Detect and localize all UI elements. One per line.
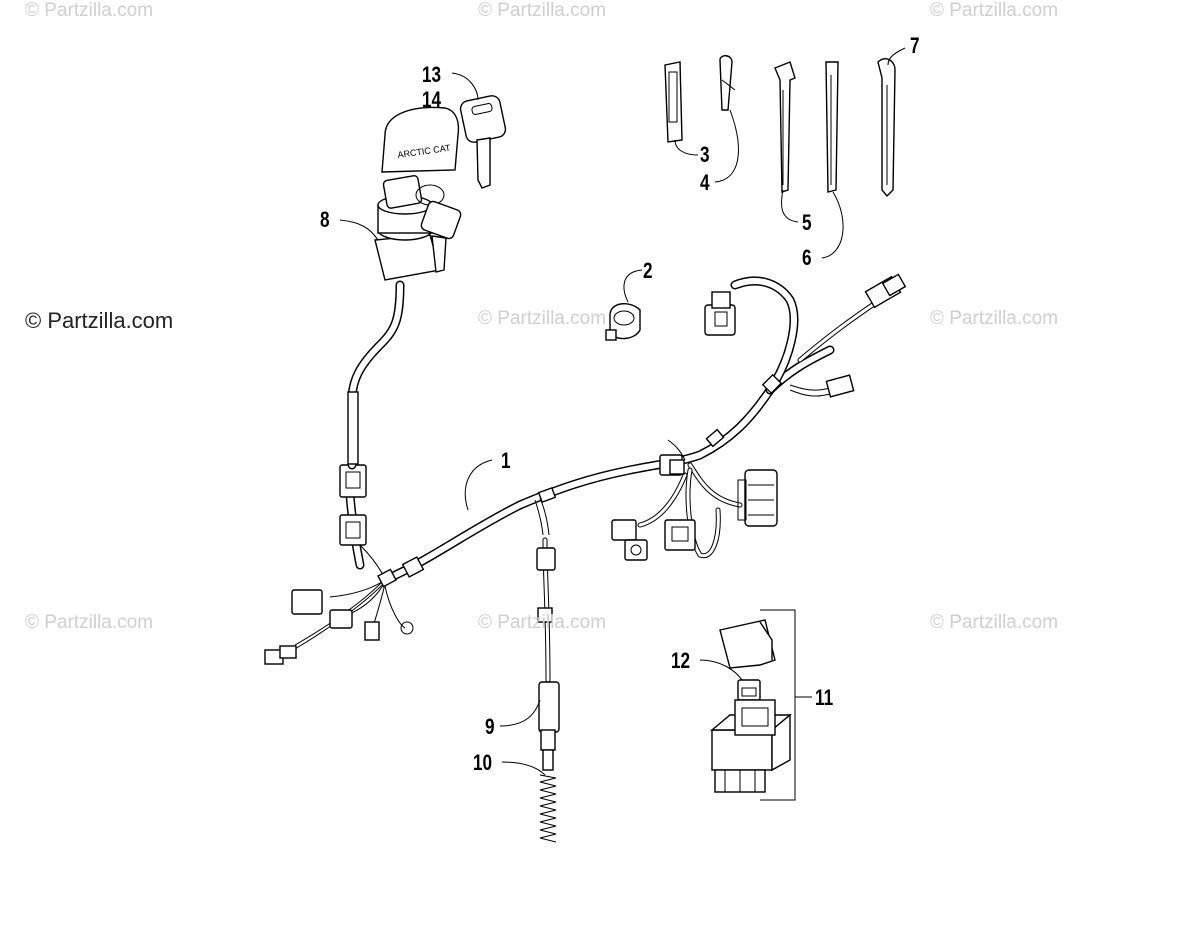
watermark-featured: © Partzilla.com: [25, 308, 174, 333]
key: [459, 95, 507, 189]
relay-assembly-bracket: [760, 609, 812, 801]
sensor[interactable]: [536, 537, 560, 771]
watermark-top-right: © Partzilla.com: [930, 0, 1059, 21]
main-wiring-harness[interactable]: [294, 276, 883, 650]
clamp[interactable]: [605, 303, 641, 341]
callout-7[interactable]: 7: [910, 33, 920, 58]
key-fob: ARCTIC CAT: [381, 106, 460, 173]
callout-10[interactable]: 10: [473, 750, 493, 775]
callout-13[interactable]: 13: [422, 62, 442, 87]
watermark-mid-center: © Partzilla.com: [478, 308, 607, 329]
fuse[interactable]: [737, 679, 761, 701]
cable-tie-5[interactable]: [774, 61, 796, 193]
watermark-mid-right: © Partzilla.com: [930, 308, 1059, 329]
spring[interactable]: [539, 774, 557, 843]
ignition-key: [420, 200, 462, 273]
relay-cover[interactable]: [719, 619, 776, 669]
cable-tie-7[interactable]: [877, 58, 896, 198]
strap-4[interactable]: [719, 55, 736, 111]
callout-2[interactable]: 2: [643, 258, 653, 283]
watermark-low-left: © Partzilla.com: [25, 612, 154, 633]
callout-6[interactable]: 6: [802, 245, 812, 270]
callout-8[interactable]: 8: [320, 207, 330, 232]
watermark-low-right: © Partzilla.com: [930, 612, 1059, 633]
callout-1[interactable]: 1: [501, 448, 511, 473]
callout-4[interactable]: 4: [700, 170, 710, 195]
relay-base[interactable]: [710, 699, 792, 793]
callout-14[interactable]: 14: [422, 87, 442, 112]
leader-lines: [339, 47, 906, 776]
cable-tie-6[interactable]: [825, 61, 839, 193]
callout-5[interactable]: 5: [802, 210, 812, 235]
callout-3[interactable]: 3: [700, 142, 710, 167]
watermark-top-left: © Partzilla.com: [25, 0, 154, 21]
watermark-top-center: © Partzilla.com: [478, 0, 607, 21]
harness-connectors: [264, 273, 907, 665]
ignition-switch[interactable]: [347, 175, 445, 470]
callout-9[interactable]: 9: [485, 714, 495, 739]
callout-12[interactable]: 12: [671, 648, 691, 673]
callout-11[interactable]: 11: [815, 685, 834, 710]
watermark-low-center: © Partzilla.com: [478, 612, 607, 633]
strap-3[interactable]: [664, 61, 683, 143]
